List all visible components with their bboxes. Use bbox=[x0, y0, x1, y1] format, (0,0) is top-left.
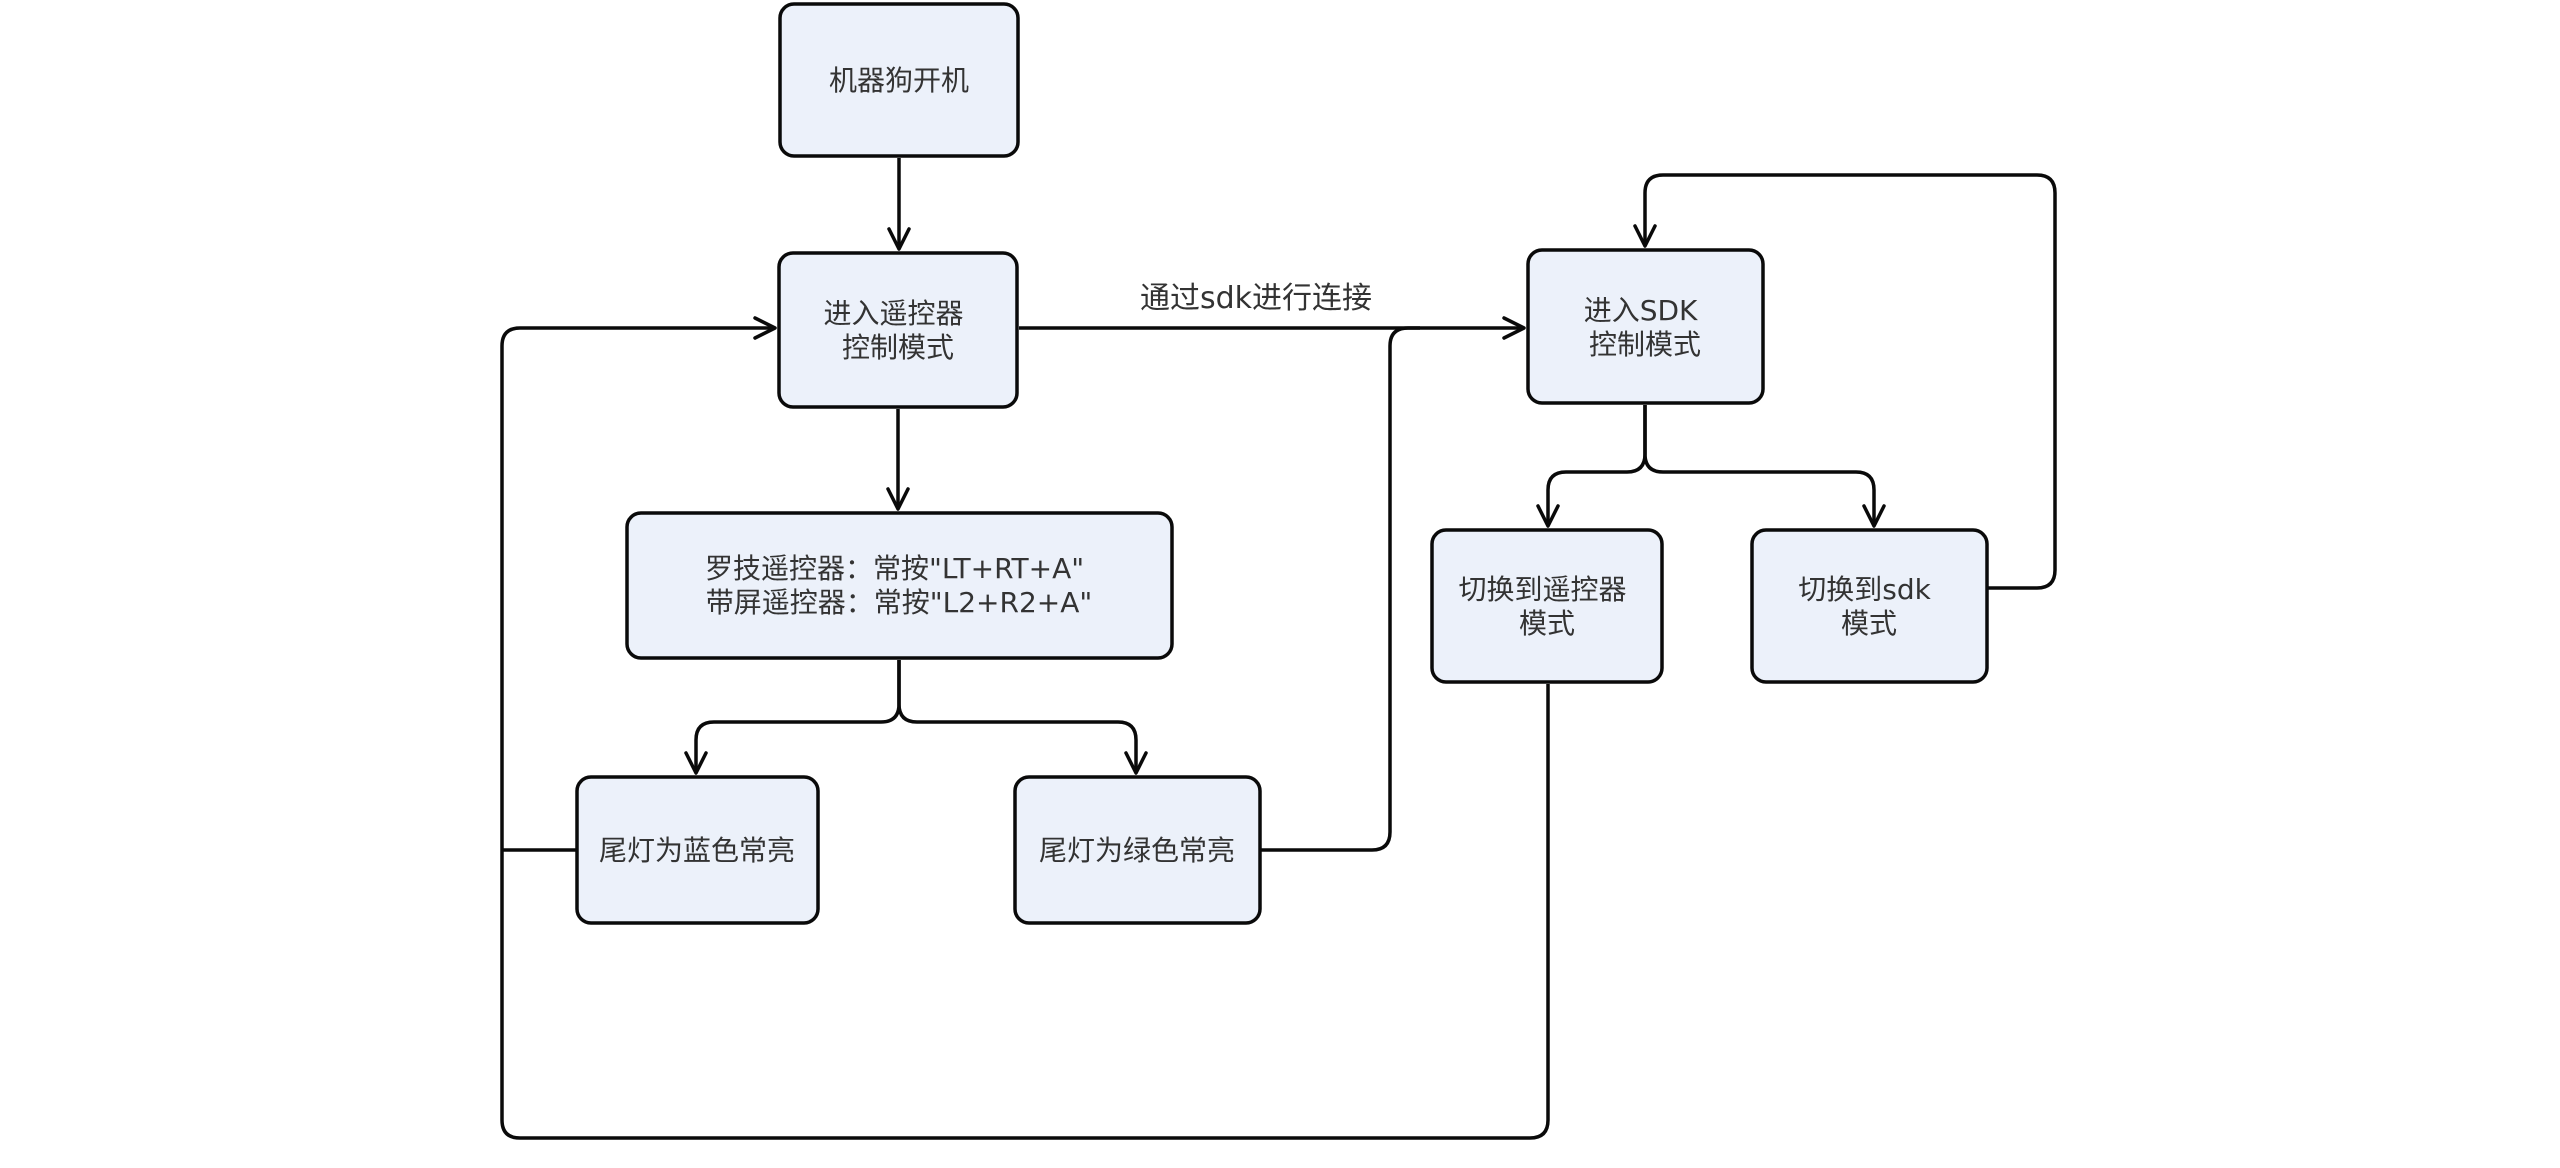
node-sdk-mode-label-line2: 控制模式 bbox=[1589, 328, 1701, 361]
node-power-on-label: 机器狗开机 bbox=[829, 64, 969, 97]
edge-switchrc-to-rcmode bbox=[500, 316, 1550, 1140]
node-tail-blue: 尾灯为蓝色常亮 bbox=[575, 775, 820, 925]
svg-text:尾灯为蓝色常亮: 尾灯为蓝色常亮 bbox=[599, 834, 795, 867]
node-sdk-mode-label-line1: 进入SDK bbox=[1584, 294, 1698, 327]
edge-label-sdk-connect: 通过sdk进行连接 bbox=[1140, 281, 1372, 316]
node-power-on: 机器狗开机 bbox=[778, 2, 1020, 158]
edge-sdkmode-to-switchrc bbox=[1536, 405, 1647, 528]
node-press-keys-label-line2: 带屏遥控器：常按"L2+R2+A" bbox=[706, 586, 1093, 619]
svg-text:进入遥控器 控制模式: 进入遥控器 控制模式 bbox=[824, 297, 973, 364]
node-rc-mode: 进入遥控器 控制模式 bbox=[777, 251, 1019, 409]
node-switch-sdk-label-line1: 切换到sdk bbox=[1798, 573, 1931, 606]
node-tail-blue-label: 尾灯为蓝色常亮 bbox=[599, 834, 795, 867]
node-press-keys-label-line1: 罗技遥控器：常按"LT+RT+A" bbox=[705, 552, 1084, 585]
svg-text:罗技遥控器：常按"LT+RT+A" 带屏遥控器：: 罗技遥控器：常按"LT+RT+A" 带屏遥控器：常按"L2+R2+A" bbox=[705, 552, 1093, 619]
svg-text:机器狗开机: 机器狗开机 bbox=[829, 64, 969, 97]
edge-presskeys-to-tailblue bbox=[684, 660, 901, 775]
node-switch-rc-label-line2: 模式 bbox=[1519, 607, 1575, 640]
edge-tailgreen-to-sdkmode bbox=[1260, 326, 1420, 852]
node-tail-green: 尾灯为绿色常亮 bbox=[1013, 775, 1262, 925]
node-rc-mode-label-line1: 进入遥控器 bbox=[824, 297, 964, 330]
node-sdk-mode: 进入SDK 控制模式 bbox=[1526, 248, 1765, 405]
node-switch-sdk: 切换到sdk 模式 bbox=[1750, 528, 1989, 684]
node-switch-sdk-label-line2: 模式 bbox=[1841, 607, 1897, 640]
node-tail-green-label: 尾灯为绿色常亮 bbox=[1039, 834, 1235, 867]
svg-text:尾灯为绿色常亮: 尾灯为绿色常亮 bbox=[1039, 834, 1235, 867]
svg-text:切换到sdk 模式: 切换到sdk 模式 bbox=[1798, 573, 1939, 640]
svg-text:切换到遥控器 模式: 切换到遥控器 模式 bbox=[1459, 573, 1636, 640]
edge-sdkmode-to-switchsdk bbox=[1643, 405, 1886, 528]
svg-text:进入SDK 控制模式: 进入SDK 控制模式 bbox=[1584, 294, 1707, 361]
edge-presskeys-to-tailgreen bbox=[897, 660, 1148, 775]
node-switch-rc: 切换到遥控器 模式 bbox=[1430, 528, 1664, 684]
edge-switchsdk-to-sdkmode bbox=[1633, 173, 2057, 590]
node-press-keys: 罗技遥控器：常按"LT+RT+A" 带屏遥控器：常按"L2+R2+A" bbox=[625, 511, 1174, 660]
node-rc-mode-label-line2: 控制模式 bbox=[842, 331, 954, 364]
node-switch-rc-label-line1: 切换到遥控器 bbox=[1459, 573, 1627, 606]
